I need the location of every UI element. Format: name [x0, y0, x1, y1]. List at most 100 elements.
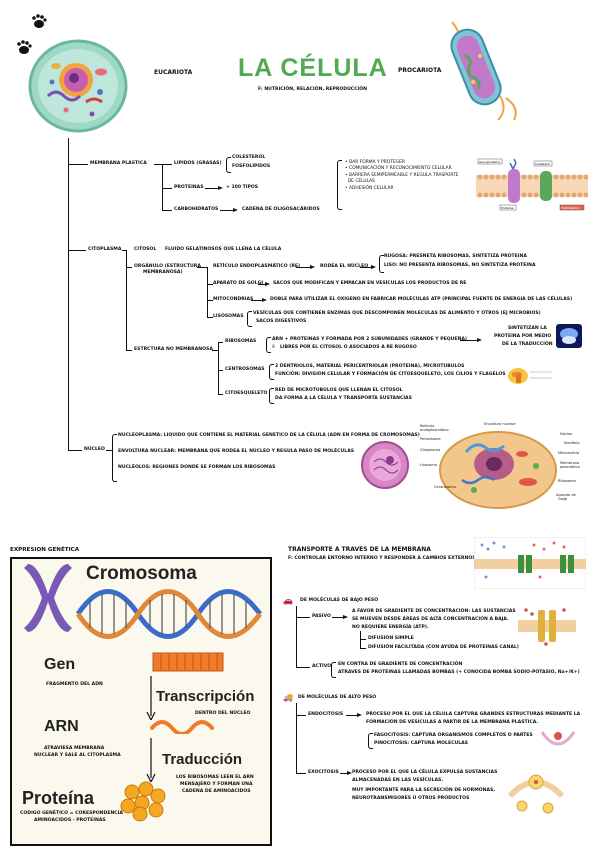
golgi-arrow-line: [258, 284, 266, 285]
ribosomas-label: RIBOSOMAS: [225, 339, 257, 344]
membrana-sub-carbo: [162, 210, 172, 211]
nucleo-item-2: ENVOLTURA NUCLEAR: MEMBRANA QUE RODEA EL…: [118, 449, 355, 454]
endo-arrow-head: [357, 712, 362, 717]
exocitosis-note-3: MUY IMPORTANTE PARA LA SECRECIÓN DE HORM…: [352, 788, 496, 793]
genetica-title: EXPRESION GENÉTICA: [10, 547, 80, 553]
transporte-subtitle: F: CONTROLAR ENTORNO INTERNO Y RESPONDER…: [288, 556, 476, 561]
nomem-connector: [212, 350, 218, 351]
citosol-label: CITOSOL: [134, 247, 157, 252]
arn-note-1: ATRAVIESA MEMBRANA: [44, 746, 105, 751]
exocitosis-note-4: NEUROTRANSMISORES U OTROS PRODUCTOS: [352, 796, 470, 801]
exo-arrow-line: [340, 773, 348, 774]
carbohidratos-note: CADENA DE OLIGOSACÁRIDOS: [242, 207, 320, 212]
citoplasma-sub-spine: [126, 250, 127, 350]
alto-exo-branch: [296, 773, 306, 774]
organulo-sub-spine: [207, 267, 208, 317]
citoesqueleto-note-2: DA FORMA A LA CÉLULA Y TRANSPORTA SUSTAN…: [275, 396, 412, 401]
chromosome-image: [24, 564, 72, 632]
pasivo-sub-facil: [360, 648, 366, 649]
membrana-connector: [154, 164, 162, 165]
cito-branch: [218, 394, 223, 395]
centrosomas-note-2: FUNCIÓN: DIVISIÓN CELULAR Y FORMACIÓN DE…: [275, 372, 506, 377]
pasivo-label: PASIVO: [312, 614, 331, 619]
proteinas-arrow-head: [218, 185, 223, 190]
citoesqueleto-label: CITOESQUELETO: [225, 391, 268, 396]
pasivo-note-2: SE MUEVEN DESDE ÁREAS DE ALTA CONCENTRAC…: [352, 617, 509, 622]
membrane-transport-image: [474, 537, 586, 589]
organulo-stub: [197, 267, 207, 268]
proteinas-note: + 100 TIPOS: [226, 185, 259, 190]
citoplasma-sub-organulo: [126, 267, 132, 268]
nucleus-image: [361, 441, 409, 489]
endocitosis-label: ENDOCITOSIS: [308, 712, 344, 717]
endo-sub-brace: [368, 733, 373, 749]
ribosomas-note-1: ARN + PROTEINAS Y FORMADA POR 2 SUBUNIDA…: [272, 337, 467, 342]
bajo-activo-branch: [296, 667, 310, 668]
function-item: • DAR FORMA Y PROTEGER: [345, 160, 405, 165]
citoplasma-sub-nomem: [126, 350, 132, 351]
endocytosis-image: [540, 731, 576, 746]
activo-label: ACTIVO: [312, 664, 332, 669]
proteina-note-1: CODIGO GENÉTICO = CORESPONDENCIA: [20, 811, 123, 816]
traduccion-label: Traducción: [162, 751, 243, 768]
down-arrow-icon: [146, 738, 156, 782]
liso-branch: [207, 317, 213, 318]
re-arrow-head: [310, 264, 315, 269]
cell-fig-label: endoplasmático: [420, 428, 449, 432]
cell-fig-label: Membrana: [560, 461, 579, 465]
bajo-peso-label: DE MOLÉCULAS DE BAJO PESO: [300, 598, 379, 603]
endocitosis-note-2: FORMACIÓN DE VESICULAS A PARTIR DE LA ME…: [366, 720, 539, 725]
page-subtitle: F: NUTRICIÓN, RELACIÓN, REPRODUCCIÓN: [258, 87, 368, 92]
ribosomas-note-2: LIBRES POR EL CITOSOL O ASOCIADOS A RE R…: [280, 345, 417, 350]
gen-note: FRAGMENTO DEL ADN: [46, 682, 103, 687]
membrana-functions-list: • DAR FORMA Y PROTEGER • COMUNICACIÓN Y …: [345, 160, 459, 192]
bajo-pasivo-branch: [296, 617, 310, 618]
pasivo-sub-simple: [360, 639, 366, 640]
endo-arrow-line: [346, 715, 358, 716]
fagocitosis-note: FAGOCITOSIS: CAPTURA ORGANISMOS COMPLETO…: [374, 733, 533, 738]
function-item: DE CÉLULAS: [347, 179, 375, 185]
centrosomas-label: CENTROSOMAS: [225, 367, 265, 372]
proteina-label: Proteína: [22, 788, 95, 808]
gene-segment-image: [152, 652, 224, 672]
ribosomas-brace: [266, 337, 271, 353]
ribo-arrow-head: [477, 337, 482, 342]
nucleo-brace: [112, 434, 117, 482]
exocitosis-note-2: ALMACENADAS EN LAS VESÍCULAS.: [352, 778, 444, 783]
liso-note: LISO: NO PRESENTA RIBOSOMAS, NO SINTETIZ…: [384, 263, 536, 268]
protein-cluster-image: [120, 781, 166, 822]
organulo-label-2: MEMBRANOSA): [143, 270, 183, 275]
nucleo-item-3: NUCLÉOLOS: REGIONES DONDE SE FORMAN LOS …: [118, 465, 276, 470]
golgi-arrow-head: [265, 281, 270, 286]
pasivo-note-3: NO REQUIERE ENERGÍA (ATP).: [352, 625, 429, 630]
membrane-fig-label: Glucoproteína: [479, 160, 500, 164]
proteinas-label: PROTEINAS: [174, 185, 204, 190]
ribosomas-side-2: PROTEINA POR MEDIO: [494, 334, 552, 339]
ribosomas-side-1: SINTETIZAN LA: [508, 326, 547, 331]
traduccion-note-1: LOS RIBOSOMAS LEEN EL ARN: [176, 775, 254, 780]
eukaryotic-cell-image: [28, 39, 128, 133]
pasivo-sub-spine: [360, 631, 361, 649]
ribosomas-side-3: DE LA TRADUCCIÓN: [502, 342, 553, 347]
lisosomas-note-2: SACOS DIGESTIVOS: [256, 319, 307, 324]
exocytosis-image: [507, 774, 565, 814]
lisosomas-label: LISOSOMAS: [213, 314, 244, 319]
membrane-fig-label: Proteína: [501, 206, 514, 210]
proteina-note-2: AMINOACIDOS - PROTEINAS: [34, 818, 106, 823]
cell-fig-label: Lisosoma: [420, 463, 437, 467]
mito-note: DOBLE PARA UTILIZAR EL OXIGENO EN FABRIC…: [270, 297, 573, 302]
re-note: RODEA EL NÚCLEO: [320, 264, 369, 269]
location-pin-icon: ⌾: [272, 344, 276, 350]
citoesqueleto-note-1: RED DE MICROTUBULOS QUE LLENAN EL CITOSO…: [275, 388, 403, 393]
arn-note-2: NUCLEAR Y SALE AL CITOPLASMA: [34, 753, 121, 758]
membrana-sub-lipidos: [162, 164, 172, 165]
centrosomas-note-1: 2 DENTRIOLOS, MATERIAL PERICENTRIOLAR (P…: [275, 364, 465, 369]
rugosa-note: RUGOSA: PRESNETA RIBOSOMAS, SINTETIZA PR…: [384, 254, 527, 259]
citoplasma-label: CITOPLASMA: [88, 247, 122, 252]
carbo-arrow-head: [233, 207, 238, 212]
ribo-branch: [218, 342, 223, 343]
page-title: LA CÉLULA: [238, 54, 388, 82]
lisosomas-note-1: VESÍCULAS QUE CONTIENEN ENZIMAS QUE DESC…: [253, 311, 541, 316]
branch-membrana: [68, 164, 88, 165]
bajo-spine: [296, 606, 297, 668]
